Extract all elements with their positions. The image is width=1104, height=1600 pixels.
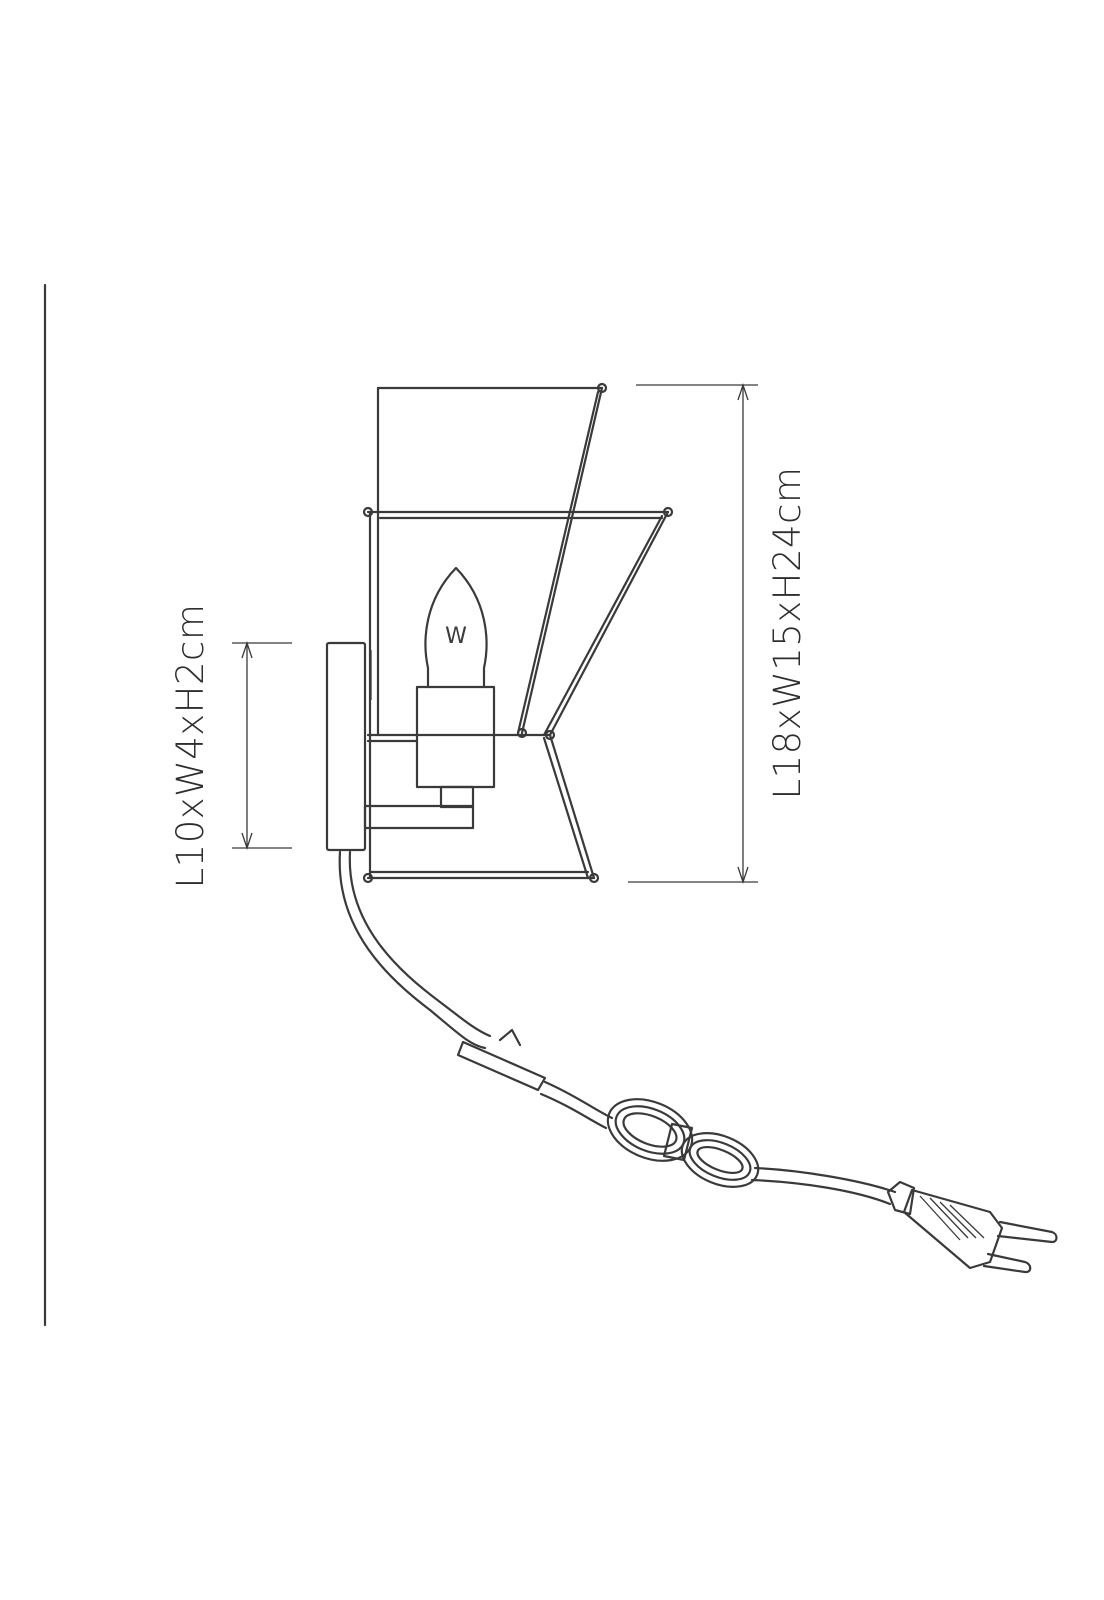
plug-pin-lower (982, 1252, 1032, 1274)
cable-coil (606, 1098, 760, 1188)
lamp-socket (415, 685, 496, 789)
plug-pin-upper (996, 1220, 1058, 1244)
lamp-arm (363, 804, 475, 830)
inline-switch (456, 1040, 547, 1092)
socket-neck (439, 785, 475, 809)
wall-mounting-plate (325, 641, 367, 852)
base-dimension-label: L10xW4xH2cm (169, 604, 212, 889)
euro-plug (886, 1180, 1058, 1274)
power-cable (338, 850, 897, 1206)
lamp-shade-frame (362, 382, 674, 884)
overall-dimension-line (628, 382, 758, 885)
bulb-symbol: W (445, 624, 467, 649)
candle-bulb (424, 566, 488, 689)
overall-dimension-label: L18xW15xH24cm (766, 467, 809, 800)
base-dimension-line (232, 640, 292, 851)
